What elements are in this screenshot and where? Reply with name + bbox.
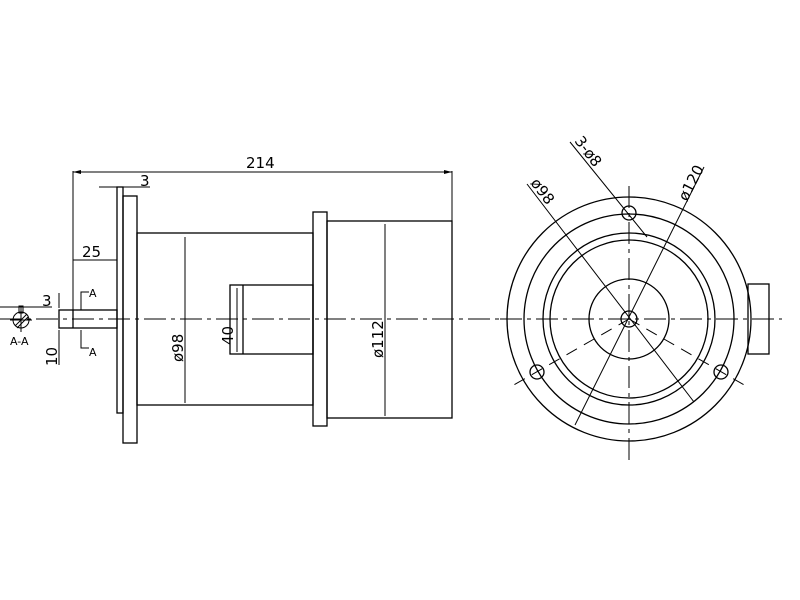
- shaft-circle: [620, 310, 638, 328]
- bolt-hole-right: [713, 364, 729, 380]
- side-terminal-box: [747, 283, 770, 355]
- dim-rear-diameter: ø112: [369, 320, 387, 358]
- outer-circle: [506, 196, 752, 442]
- rear-body: [326, 220, 453, 419]
- dim-flange-thickness: 3: [140, 172, 150, 190]
- dim-shaft-small: 10: [43, 347, 61, 366]
- dim-box-height: 40: [219, 326, 237, 345]
- section-label-top: A: [89, 287, 97, 300]
- front-plate: [116, 186, 124, 414]
- dim-bolt-circle: ø98: [527, 175, 558, 208]
- dim-overall-length: 214: [246, 154, 275, 172]
- section-view-aa: A-A: [0, 305, 52, 348]
- side-view: 214 3 25 ø98 40 ø112 3 10 A A: [0, 154, 500, 444]
- dim-holes: 3-ø8: [571, 133, 606, 171]
- front-view: ø98 3-ø8 ø120: [500, 133, 782, 462]
- inner-circle: [588, 278, 670, 360]
- dim-body-diameter: ø98: [169, 334, 187, 362]
- bolt-hole-top: [621, 205, 637, 221]
- section-label-bottom: A: [89, 346, 97, 359]
- dim-shaft-length: 25: [82, 243, 101, 261]
- bolt-hole-left: [529, 364, 545, 380]
- section-view-label: A-A: [10, 335, 29, 348]
- dim-key-width: 3: [42, 292, 52, 310]
- dim-outer-diameter: ø120: [675, 162, 708, 204]
